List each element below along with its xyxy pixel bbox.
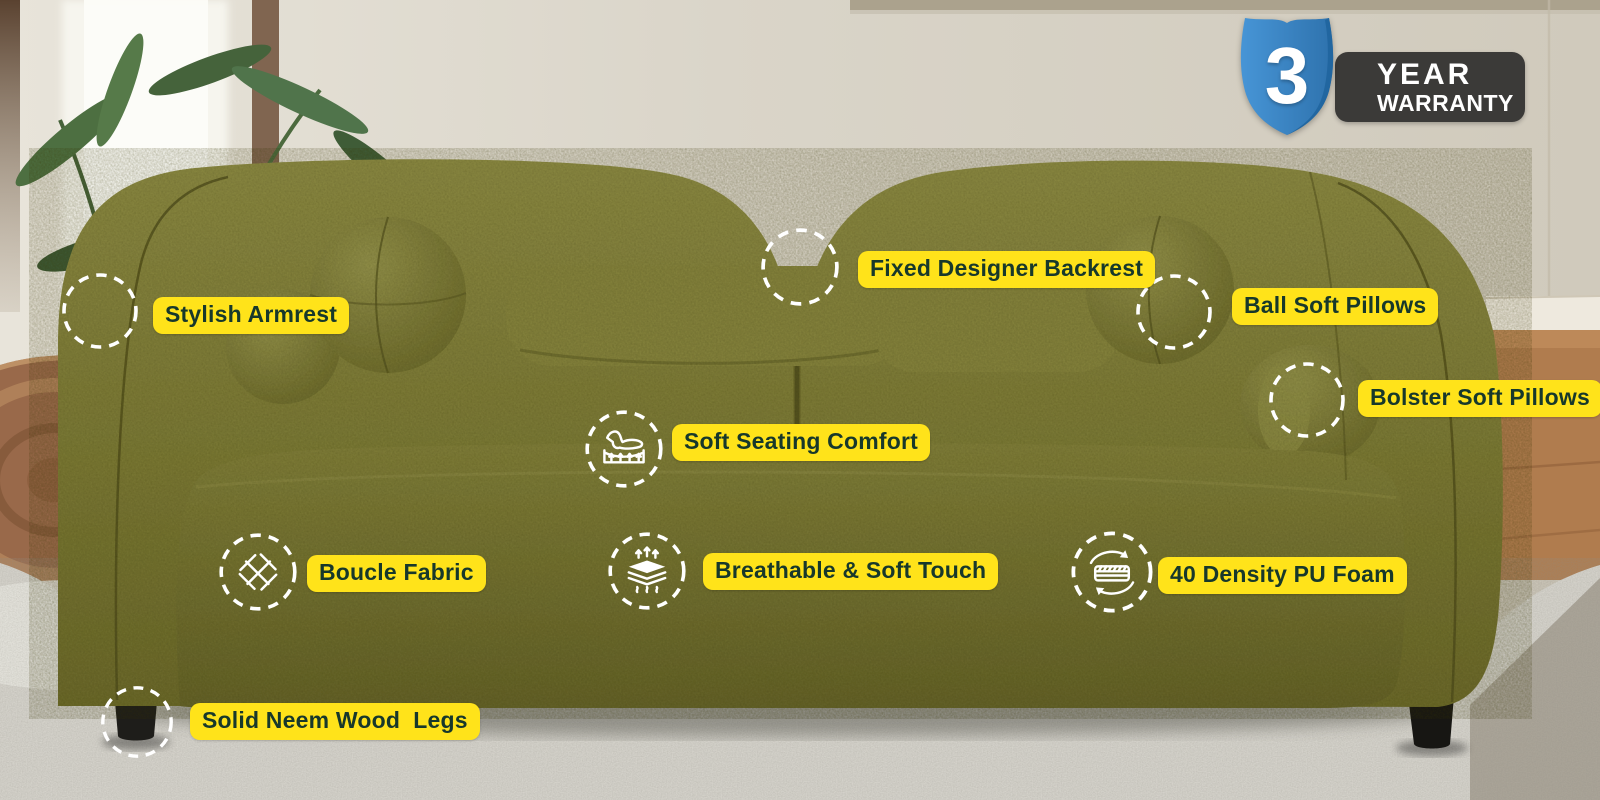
armrest-ring	[60, 271, 140, 351]
warranty-year-text: YEAR	[1377, 58, 1473, 92]
seat-comfort-icon	[603, 430, 645, 464]
weave-icon	[238, 553, 278, 591]
warranty-label-text: WARRANTY	[1377, 89, 1514, 116]
callout-ball-pillows: Ball Soft Pillows	[1232, 288, 1439, 325]
callout-breathable: Breathable & Soft Touch	[703, 553, 999, 590]
callout-seating-comfort: Soft Seating Comfort	[672, 424, 930, 461]
callout-pu-foam: 40 Density PU Foam	[1158, 557, 1407, 594]
ball-pillows-ring	[1134, 272, 1214, 352]
shield-icon	[1240, 18, 1334, 135]
callout-stylish-armrest: Stylish Armrest	[153, 297, 350, 334]
sofa-leg-right	[1408, 696, 1454, 749]
wood-floor	[1485, 295, 1600, 580]
boucle-fabric-ring	[218, 532, 298, 612]
pu-foam-ring	[1070, 530, 1154, 614]
foam-rotate-icon	[1089, 550, 1135, 596]
callout-designer-backrest: Fixed Designer Backrest	[858, 251, 1156, 288]
breathable-ring	[607, 531, 687, 611]
breathe-layers-icon	[627, 546, 667, 594]
callout-wood-legs: Solid Neem Wood Legs	[190, 703, 480, 740]
callout-bolster-pillows: Bolster Soft Pillows	[1358, 380, 1600, 417]
backrest-ring	[759, 226, 841, 308]
warranty-plate: YEAR WARRANTY	[1335, 52, 1525, 122]
legs-ring	[99, 684, 175, 760]
callout-boucle-fabric: Boucle Fabric	[307, 555, 486, 592]
warranty-badge: YEAR WARRANTY 3	[1213, 12, 1543, 152]
warranty-years-number: 3	[1264, 31, 1310, 120]
seating-comfort-ring	[584, 409, 664, 489]
window-frame-left	[0, 0, 20, 312]
bolster-pillows-ring	[1267, 360, 1347, 440]
